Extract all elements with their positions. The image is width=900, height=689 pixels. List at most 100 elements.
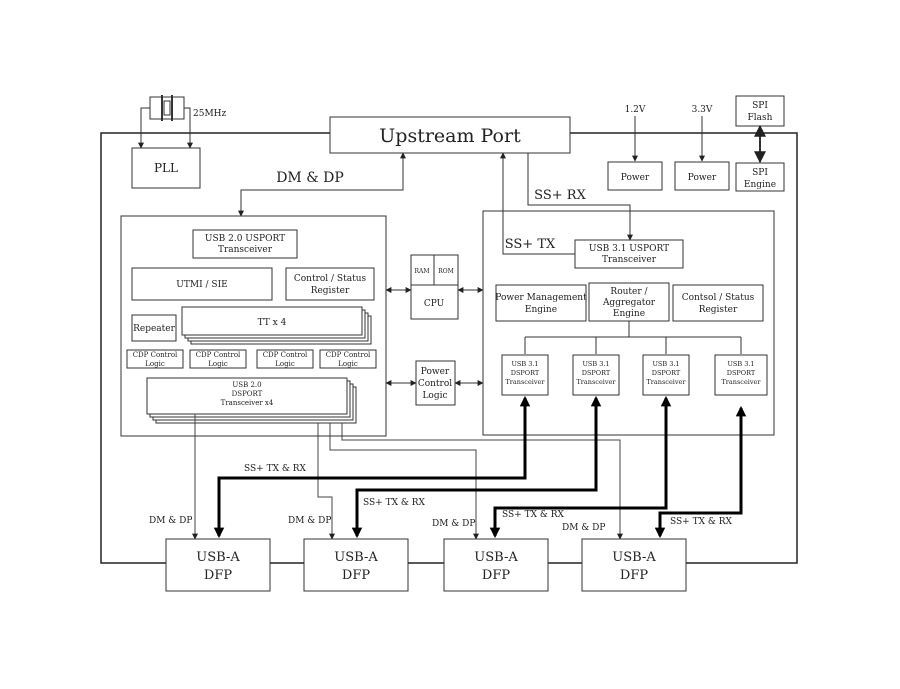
pll-block [131,147,201,189]
dsport31-1-line1: USB 3.1 [511,360,538,368]
ss-txrx-2: SS+ TX & RX [363,498,425,508]
usb20-usport [192,229,298,259]
crystal-icon [149,95,185,121]
pme-line1: Power Management [495,293,587,303]
dmdp-2: DM & DP [288,516,331,526]
dm-dp-upstream-line [238,152,406,217]
repeater-label: Repeater [133,324,175,334]
ss-rx-label: SS+ RX [534,188,586,203]
cpu-label: CPU [424,299,445,309]
dsport20-line2: DSPORT [232,390,263,398]
power-1-label: Power [621,173,650,183]
cdp-2-line2: Logic [208,360,228,368]
power-2-label: Power [688,173,717,183]
dsport31-3-line1: USB 3.1 [652,360,679,368]
router-line1: Router / [610,287,648,297]
dfp-4-line2: DFP [620,568,648,583]
dfp-2-line1: USB-A [334,550,378,565]
cdp-block-2 [189,349,247,369]
usb31-dsport-3 [642,354,690,396]
dsport31-4-line2: DSPORT [727,369,756,377]
ss-rx-line [527,153,633,241]
usb31-dfp-lines [213,395,747,539]
dfp-3 [443,538,549,592]
dfp-2 [303,538,409,592]
dmdp-3: DM & DP [432,519,475,529]
chip-boundary [100,132,798,564]
dfp-4-line1: USB-A [612,550,656,565]
spi-flash-line2: Flash [748,113,773,123]
pcl-line3: Logic [422,391,447,401]
cdp-3-line1: CDP Control [263,351,308,359]
dsport31-2-line2: DSPORT [582,369,611,377]
usb20-usport-line1: USB 2.0 USPORT [205,234,285,244]
cdp-4-line2: Logic [338,360,358,368]
router-block [588,282,670,322]
repeater-block [131,314,177,342]
dsport31-1-line2: DSPORT [511,369,540,377]
dsport20-line1: USB 2.0 [232,381,261,389]
dfp-1-line1: USB-A [196,550,240,565]
cdp-1-line1: CDP Control [133,351,178,359]
dsport20-line3: Transceiver x4 [221,399,274,407]
usb31-ctrl-status [672,284,764,322]
tt-label: TT x 4 [258,318,287,328]
cdp-2-line1: CDP Control [196,351,241,359]
cdp-4-line1: CDP Control [326,351,371,359]
power-block-2 [674,161,730,191]
upstream-port-label: Upstream Port [379,125,521,147]
supply-1v2: 1.2V [625,105,646,115]
upstream-port-block [329,116,571,154]
ss-txrx-3: SS+ TX & RX [502,510,564,520]
utmi-sie-block [131,267,273,301]
spi-flash-line1: SPI [752,101,768,111]
router-line3: Engine [613,309,645,319]
clock-line-left [138,107,150,149]
usb31-ctrl-line2: Register [699,305,738,315]
rom-label: ROM [438,268,454,275]
pll-label: PLL [154,161,178,175]
dsport31-2-line1: USB 3.1 [582,360,609,368]
power-block-1 [607,161,663,191]
usb20-dfp-arrows [192,525,623,540]
dfp-3-line1: USB-A [474,550,518,565]
clock-freq: 25MHz [193,109,227,119]
spi-engine-line2: Engine [744,180,776,190]
pme-line2: Engine [525,305,557,315]
usb20-ctrl-line2: Register [311,286,350,296]
usb31-dsport-1 [501,354,549,396]
router-tree [524,321,742,354]
usb31-dsport-4 [714,354,768,396]
dfp-1 [165,538,271,592]
pcl-line1: Power [421,367,450,377]
dfp-4 [581,538,687,592]
cdp-3-line2: Logic [275,360,295,368]
dfp-2-line2: DFP [342,568,370,583]
dfp-3-line2: DFP [482,568,510,583]
pcl-line2: Control [418,379,452,389]
supply-3v3: 3.3V [692,105,713,115]
dsport31-1-line3: Transceiver [505,378,545,386]
cdp-block-4 [319,349,377,369]
router-line2: Aggregator [602,298,656,308]
dm-dp-top-label: DM & DP [276,170,344,186]
usb20-ctrl-line1: Control / Status [294,274,367,284]
cdp-block-1 [126,349,184,369]
cdp-1-line2: Logic [145,360,165,368]
pme-block [495,284,587,322]
spi-flash-block [735,95,785,127]
ss-txrx-1: SS+ TX & RX [244,464,306,474]
dmdp-1: DM & DP [149,516,192,526]
ram-label: RAM [415,268,430,275]
clock-line-right [184,107,193,149]
usb31-usport-line2: Transceiver [602,255,657,265]
dsport31-4-line1: USB 3.1 [727,360,754,368]
dmdp-4: DM & DP [562,523,605,533]
ss-txrx-4: SS+ TX & RX [670,517,732,527]
ss-tx-label: SS+ TX [505,237,556,252]
utmi-sie-label: UTMI / SIE [176,280,227,290]
dsport31-2-line3: Transceiver [576,378,616,386]
usb31-ctrl-line1: Contsol / Status [682,293,755,303]
cdp-block-3 [256,349,314,369]
